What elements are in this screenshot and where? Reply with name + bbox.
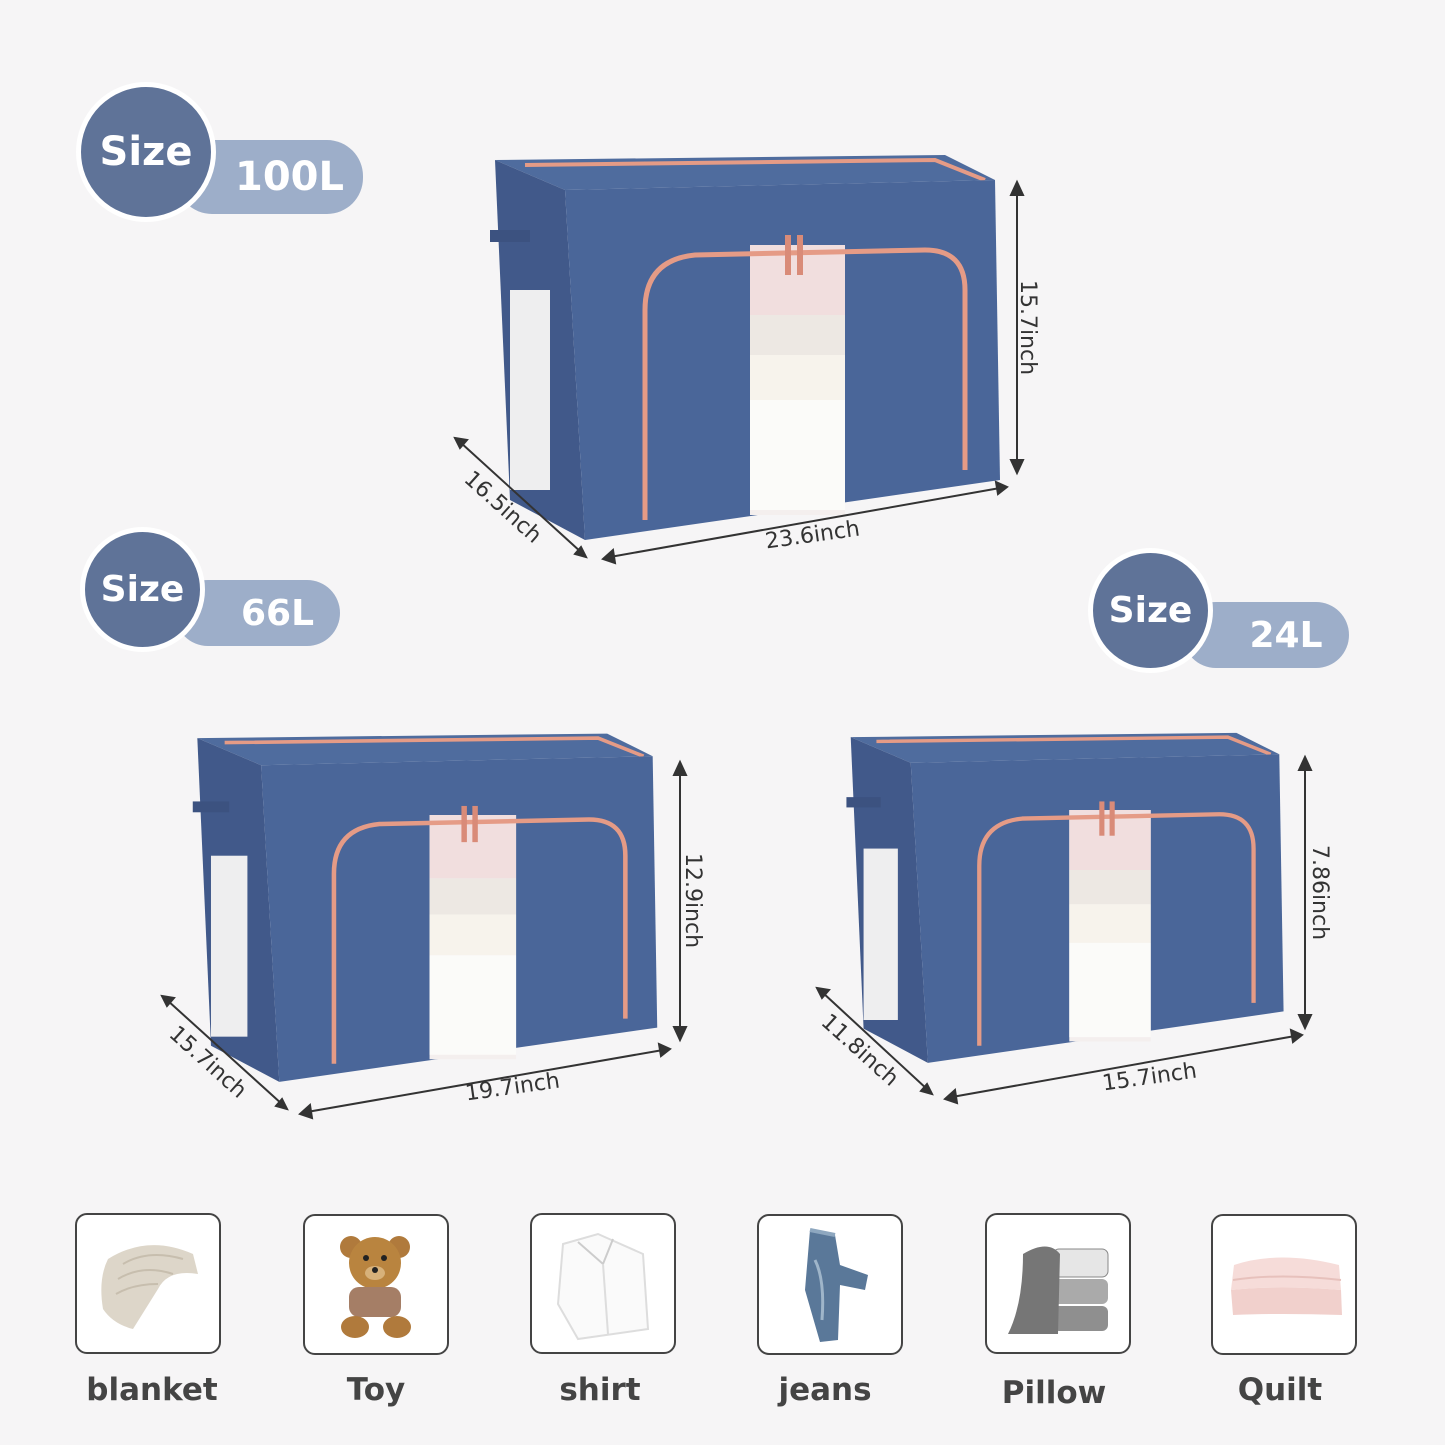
use-card-jeans bbox=[757, 1214, 903, 1355]
pillow-icon bbox=[1008, 1246, 1109, 1334]
size-label: Size bbox=[1108, 590, 1193, 631]
size-circle: Size bbox=[1088, 548, 1213, 673]
height-dimension: 15.7inch bbox=[1015, 279, 1041, 376]
use-label-blanket: blanket bbox=[86, 1372, 218, 1408]
use-label-pillow: Pillow bbox=[1001, 1375, 1107, 1411]
size-label: Size bbox=[100, 569, 185, 610]
quilt-icon bbox=[1231, 1257, 1342, 1315]
use-card-quilt bbox=[1211, 1214, 1357, 1355]
shirt-icon bbox=[556, 1232, 650, 1340]
use-card-toy bbox=[303, 1214, 449, 1355]
use-card-shirt bbox=[530, 1213, 676, 1354]
use-label-toy: Toy bbox=[346, 1372, 406, 1408]
use-card-blanket bbox=[75, 1213, 221, 1354]
dimension-arrows bbox=[453, 179, 1025, 565]
use-card-pillow bbox=[985, 1213, 1131, 1354]
storage-box-66l: 12.9inch 19.7inch 15.7inch bbox=[155, 720, 715, 1130]
capacity-label: 24L bbox=[1249, 614, 1323, 656]
use-label-jeans: jeans bbox=[778, 1372, 872, 1408]
teddy-bear-icon bbox=[340, 1235, 411, 1338]
size-circle: Size bbox=[80, 527, 205, 652]
blanket-icon bbox=[101, 1244, 198, 1329]
storage-box-24l: 7.86inch 15.7inch 11.8inch bbox=[810, 720, 1333, 1110]
dimension-arrows bbox=[815, 754, 1313, 1105]
size-label: Size bbox=[99, 129, 193, 175]
storage-box-100l: 15.7inch 23.6inch 16.5inch bbox=[445, 140, 1045, 580]
use-label-shirt: shirt bbox=[559, 1372, 641, 1408]
height-dimension: 12.9inch bbox=[680, 852, 706, 949]
height-dimension: 7.86inch bbox=[1307, 844, 1333, 941]
capacity-label: 66L bbox=[240, 592, 315, 634]
use-label-quilt: Quilt bbox=[1237, 1372, 1323, 1408]
jeans-icon bbox=[805, 1227, 868, 1342]
size-circle: Size bbox=[76, 82, 216, 222]
dimension-arrows bbox=[160, 759, 688, 1120]
capacity-label: 100L bbox=[235, 154, 344, 200]
